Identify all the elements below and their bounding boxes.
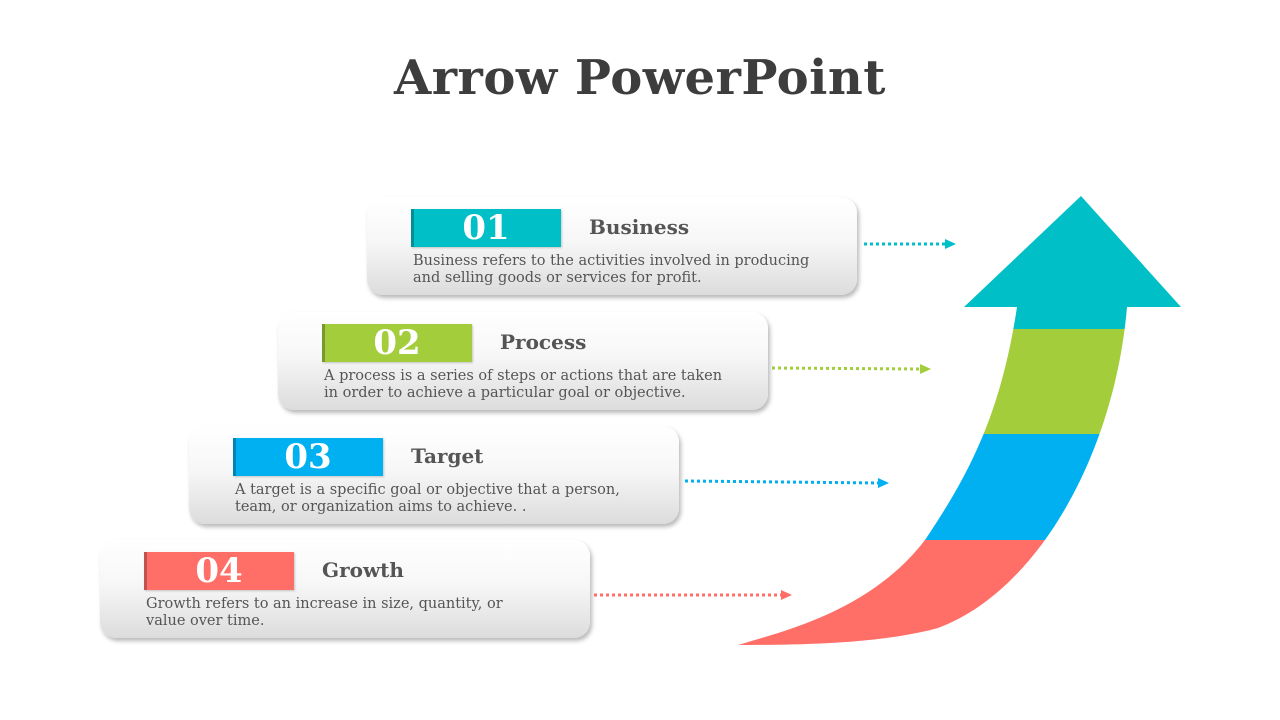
slide-title: Arrow PowerPoint bbox=[394, 50, 886, 106]
step-card-growth: 04 Growth Growth refers to an increase i… bbox=[100, 540, 590, 638]
growth-arrow-icon bbox=[738, 196, 1181, 645]
step-description: A process is a series of steps or action… bbox=[324, 368, 723, 401]
connector-arrow-growth bbox=[594, 590, 792, 600]
step-label: Business bbox=[589, 215, 690, 239]
step-label: Process bbox=[500, 330, 587, 354]
step-card-target: 03 Target A target is a specific goal or… bbox=[189, 426, 679, 524]
connector-arrow-target bbox=[684, 478, 889, 488]
step-number-badge: 01 bbox=[411, 209, 561, 247]
step-number-badge: 03 bbox=[233, 438, 383, 476]
connector-arrow-process bbox=[771, 364, 931, 374]
step-description: A target is a specific goal or objective… bbox=[235, 482, 620, 515]
arrow-segment-target bbox=[738, 434, 1181, 540]
step-label: Target bbox=[411, 444, 484, 468]
step-card-process: 02 Process A process is a series of step… bbox=[278, 312, 768, 410]
step-number-badge: 04 bbox=[144, 552, 294, 590]
arrow-segment-business bbox=[738, 196, 1181, 329]
step-label: Growth bbox=[322, 558, 404, 582]
arrow-segment-growth bbox=[738, 540, 1181, 645]
connector-arrow-business bbox=[864, 239, 956, 249]
step-description: Growth refers to an increase in size, qu… bbox=[146, 596, 503, 629]
step-card-business: 01 Business Business refers to the activ… bbox=[367, 197, 857, 295]
step-description: Business refers to the activities involv… bbox=[413, 253, 810, 286]
arrow-segment-process bbox=[738, 329, 1181, 434]
step-number-badge: 02 bbox=[322, 324, 472, 362]
